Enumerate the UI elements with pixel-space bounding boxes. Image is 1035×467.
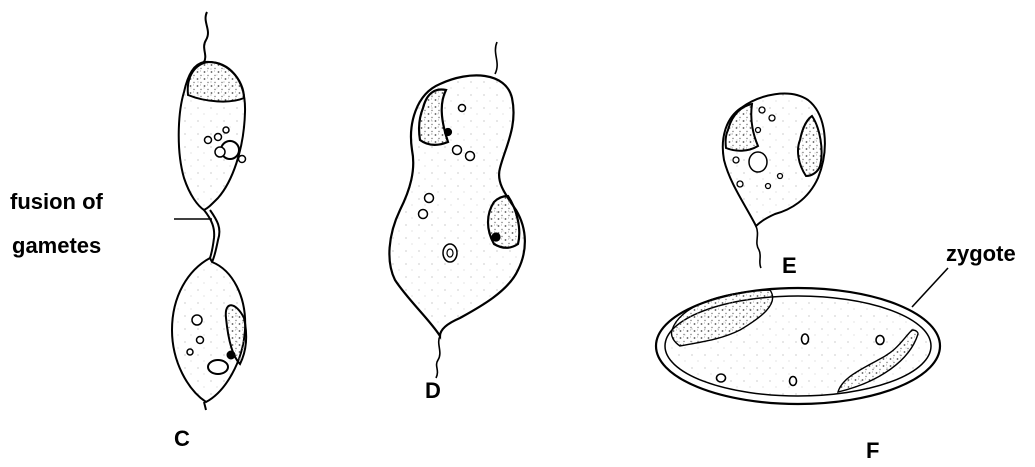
fusion-label-line1: fusion of [10, 191, 103, 213]
cell-d-group [389, 42, 524, 378]
cell-d-label: D [425, 380, 441, 402]
zygote-pointer-line [912, 268, 948, 307]
zygote-label: zygote [946, 243, 1016, 265]
cell-c-top-flagellum [204, 12, 208, 62]
cell-d-bottom-flagellum [436, 336, 440, 378]
cell-c-group [172, 12, 246, 410]
cell-f-label: F [866, 440, 879, 462]
fusion-label-line2: gametes [12, 235, 101, 257]
cell-d-top-flagellum [495, 42, 497, 74]
cell-c-upper-chloroplast [188, 62, 244, 102]
cell-e-label: E [782, 255, 797, 277]
cell-c-label: C [174, 428, 190, 450]
cell-f-group [656, 288, 940, 404]
cell-c-connecting-neck [204, 210, 214, 258]
cell-e-flagellum [756, 226, 761, 268]
cell-e-group [723, 94, 825, 268]
